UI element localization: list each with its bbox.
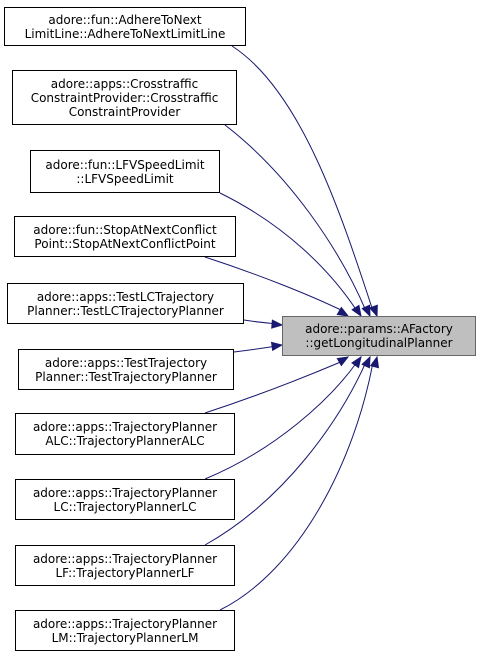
arrowhead-icon: [336, 306, 350, 317]
node-label-line: adore::apps::TrajectoryPlanner: [32, 616, 218, 631]
node-label-line: adore::apps::TrajectoryPlanner: [32, 551, 218, 566]
node-label-line: LimitLine::AdhereToNextLimitLine: [24, 26, 226, 41]
arrowhead-icon: [369, 355, 380, 369]
caller-node-crosstraffic-constraint-provider[interactable]: adore::apps::Crosstraffic ConstraintProv…: [12, 70, 237, 125]
target-node-get-longitudinal-planner: adore::params::AFactory ::getLongitudina…: [282, 316, 476, 356]
call-edge: [224, 124, 367, 312]
node-label-line: adore::fun::LFVSpeedLimit: [45, 157, 205, 172]
call-edge: [219, 361, 374, 611]
node-label-line: LF::TrajectoryPlannerLF: [55, 565, 195, 580]
caller-node-trajectory-planner-lc[interactable]: adore::apps::TrajectoryPlanner LC::Traje…: [15, 479, 235, 520]
node-label-line: ConstraintProvider::Crosstraffic: [30, 90, 219, 105]
arrowhead-icon: [351, 304, 362, 318]
arrowhead-icon: [361, 355, 371, 369]
node-label-line: Planner::TestTrajectoryPlanner: [35, 369, 217, 384]
caller-node-trajectory-planner-lf[interactable]: adore::apps::TrajectoryPlanner LF::Traje…: [15, 545, 235, 586]
node-label-line: LC::TrajectoryPlannerLC: [53, 499, 197, 514]
caller-node-lfv-speed-limit[interactable]: adore::fun::LFVSpeedLimit ::LFVSpeedLimi…: [30, 150, 220, 193]
node-label-line: Point::StopAtNextConflictPoint: [34, 236, 216, 251]
node-label-line: ALC::TrajectoryPlannerALC: [45, 434, 205, 448]
node-label-line: adore::apps::Crosstraffic: [50, 76, 199, 91]
node-label-line: adore::params::AFactory: [305, 322, 453, 336]
arrowhead-icon: [351, 355, 362, 369]
caller-node-stop-at-next-conflict-point[interactable]: adore::fun::StopAtNextConflict Point::St…: [14, 216, 236, 257]
node-label-line: LM::TrajectoryPlannerLM: [51, 630, 199, 645]
arrowhead-icon: [271, 319, 284, 329]
node-label-line: Planner::TestLCTrajectoryPlanner: [27, 303, 224, 318]
caller-node-test-lc-trajectory-planner[interactable]: adore::apps::TestLCTrajectory Planner::T…: [7, 283, 244, 324]
node-label-line: ::getLongitudinalPlanner: [305, 336, 453, 350]
node-label-line: adore::apps::TrajectoryPlanner: [32, 485, 218, 500]
node-label-line: adore::apps::TrajectoryPlanner: [32, 420, 218, 434]
node-label-line: ::LFVSpeedLimit: [76, 171, 174, 186]
call-edge: [204, 256, 344, 312]
node-label-line: adore::fun::StopAtNextConflict: [33, 222, 217, 237]
node-label-line: adore::apps::TestLCTrajectory: [36, 289, 215, 304]
call-edge: [219, 192, 358, 312]
call-edge: [233, 345, 278, 353]
call-edge: [231, 45, 374, 312]
node-label-line: ConstraintProvider: [68, 104, 181, 119]
arrowhead-icon: [270, 341, 284, 352]
caller-node-trajectory-planner-alc[interactable]: adore::apps::TrajectoryPlanner ALC::Traj…: [15, 413, 235, 455]
call-edge: [204, 361, 358, 480]
call-edge: [204, 361, 367, 546]
arrowhead-icon: [336, 356, 350, 367]
node-label-line: adore::fun::AdhereToNext: [48, 12, 202, 27]
caller-node-adhere-to-next-limit-line[interactable]: adore::fun::AdhereToNext LimitLine::Adhe…: [4, 7, 246, 46]
caller-node-trajectory-planner-lm[interactable]: adore::apps::TrajectoryPlanner LM::Traje…: [15, 610, 235, 651]
node-label-line: adore::apps::TestTrajectory: [44, 355, 208, 370]
caller-node-test-trajectory-planner[interactable]: adore::apps::TestTrajectory Planner::Tes…: [18, 349, 234, 390]
arrowhead-icon: [361, 304, 371, 318]
arrowhead-icon: [368, 304, 378, 318]
call-edge: [204, 360, 344, 414]
